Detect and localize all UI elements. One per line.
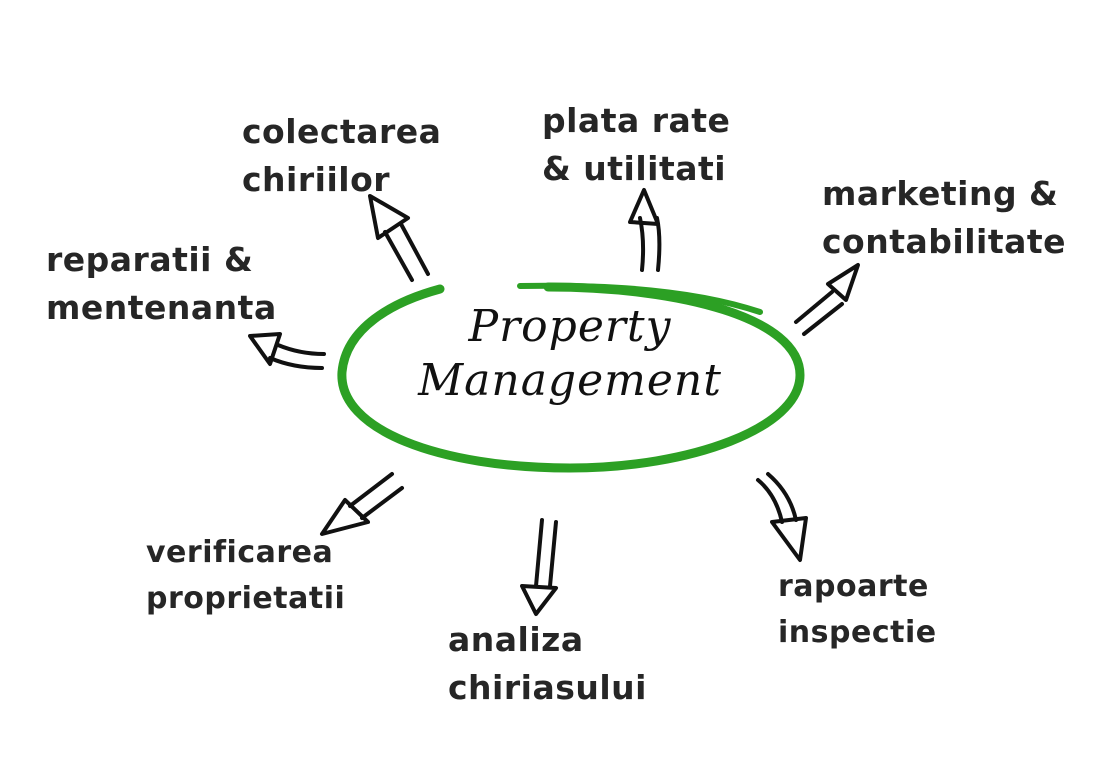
topic-analiza: analiza chiriasului — [448, 616, 647, 712]
topic-colectarea: colectarea chiriilor — [242, 108, 441, 204]
topic-analiza-line2: chiriasului — [448, 668, 647, 707]
topic-reparatii: reparatii & mentenanta — [46, 236, 277, 332]
center-title: Property Management — [340, 300, 800, 408]
topic-marketing-line2: contabilitate — [822, 222, 1067, 261]
topic-reparatii-line2: mentenanta — [46, 288, 277, 327]
topic-plata-line2: & utilitati — [542, 149, 727, 188]
center-title-line2: Management — [418, 355, 722, 406]
arrow-rapoarte — [756, 472, 808, 562]
arrow-plata — [628, 188, 662, 272]
center-ellipse — [337, 282, 805, 473]
topic-plata-line1: plata rate — [542, 101, 731, 140]
topic-rapoarte-line2: inspectie — [778, 615, 937, 650]
topic-marketing: marketing & contabilitate — [822, 170, 1066, 266]
topic-colectarea-line2: chiriilor — [242, 160, 391, 199]
topic-colectarea-line1: colectarea — [242, 112, 442, 151]
topic-verificarea-line1: verificarea — [146, 535, 334, 570]
arrow-marketing — [794, 263, 860, 336]
topic-verificarea-line2: proprietatii — [146, 581, 346, 616]
topic-reparatii-line1: reparatii & — [46, 240, 254, 279]
topic-rapoarte: rapoarte inspectie — [778, 564, 937, 656]
center-title-line1: Property — [468, 301, 672, 352]
arrow-verificarea — [320, 472, 404, 536]
topic-marketing-line1: marketing & — [822, 174, 1059, 213]
topic-plata: plata rate & utilitati — [542, 97, 730, 193]
arrow-colectarea — [368, 194, 430, 282]
topic-analiza-line1: analiza — [448, 620, 584, 659]
topic-rapoarte-line1: rapoarte — [778, 569, 929, 604]
arrow-analiza — [520, 518, 558, 616]
topic-verificarea: verificarea proprietatii — [146, 530, 345, 622]
arrow-reparatii — [248, 332, 326, 370]
center-ellipse-overlap — [517, 282, 763, 315]
